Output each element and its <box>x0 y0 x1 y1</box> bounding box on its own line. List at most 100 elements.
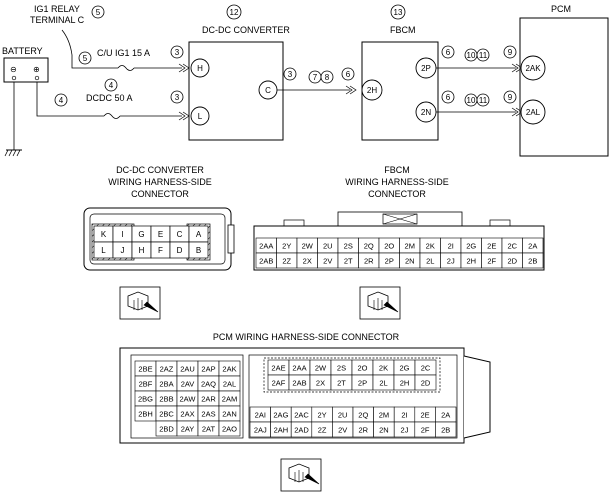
fbcm-conn-title-2: WIRING HARNESS-SIDE <box>345 177 449 187</box>
pcm-cell-label: 2AF <box>272 379 286 388</box>
dcdc-cell-label: A <box>196 230 202 239</box>
svg-text:4: 4 <box>59 96 64 105</box>
svg-text:7: 7 <box>313 73 318 82</box>
battery-plus: ⊕ <box>33 65 40 74</box>
pcm-cell <box>414 374 437 391</box>
fbcm-cell-label: 2O <box>384 242 394 251</box>
svg-text:9: 9 <box>508 48 513 57</box>
svg-text:2H: 2H <box>367 86 377 95</box>
pin-2ak <box>520 55 546 81</box>
pcm-cell-label: 2AD <box>294 426 309 435</box>
dcdc-conn-title-3: CONNECTOR <box>131 189 189 199</box>
pcm-box <box>519 17 609 157</box>
pcm-cell-label: 2J <box>401 426 409 435</box>
pcm-cell-label: 2AN <box>222 410 237 419</box>
fbcm-cell-label: 2E <box>487 242 496 251</box>
fbcm-cell-label: 2R <box>364 257 374 266</box>
dcdc-cell-label: G <box>138 230 144 239</box>
svg-text:5: 5 <box>83 54 88 63</box>
pcm-cell-label: 2AS <box>201 410 215 419</box>
pcm-cell-label: 2S <box>337 364 346 373</box>
ig1-relay-label: IG1 RELAY <box>34 4 80 14</box>
ref-circle-c6_2h: 6 <box>341 67 355 81</box>
svg-text:13: 13 <box>394 8 403 17</box>
fbcm-cell-label: 2U <box>323 242 333 251</box>
fbcm-cell-label: 2K <box>426 242 435 251</box>
fbcm-cell-label: 2Q <box>364 242 374 251</box>
dcdc-cell-label: B <box>196 246 201 255</box>
fbcm-cell-label: 2L <box>426 257 434 266</box>
pcm-cell-label: 2AG <box>273 411 288 420</box>
battery-plus-wire <box>36 82 104 117</box>
pcm-cell-label: 2H <box>400 379 410 388</box>
fuse2-label: DCDC 50 A <box>86 93 133 103</box>
pcm-cell-label: 2AI <box>255 411 266 420</box>
dcdc-cell-label: I <box>121 230 123 239</box>
pcm-cell-label: 2AL <box>223 380 236 389</box>
fbcm-cell-label: 2B <box>528 257 537 266</box>
pcm-cell-label: 2BE <box>138 365 152 374</box>
dcdc-cell-label: E <box>158 230 163 239</box>
pcm-cell-label: 2K <box>379 364 388 373</box>
pcm-cell-label: 2M <box>379 411 389 420</box>
ref-circle-c4_left: 4 <box>54 93 68 107</box>
pcm-cell-label: 2AE <box>271 364 285 373</box>
pcm-cell-label: 2AX <box>180 410 194 419</box>
fbcm-conn-title-1: FBCM <box>384 165 410 175</box>
ref-circle-c8: 8 <box>320 70 334 84</box>
fbcm-cell <box>522 252 544 269</box>
dcdc-cell-label: D <box>177 246 183 255</box>
ref-circle-c5_top: 5 <box>91 5 105 19</box>
fbcm-conn-title-3: CONNECTOR <box>368 189 426 199</box>
dcdc-conn-title-1: DC-DC CONVERTER <box>116 165 204 175</box>
pcm-cell-label: 2F <box>421 426 430 435</box>
pcm-cell-label: 2C <box>421 364 431 373</box>
ref-circle-c7: 7 <box>308 70 322 84</box>
pcm-cell-label: 2Q <box>358 411 368 420</box>
pcm-cell-label: 2W <box>315 364 327 373</box>
pcm-cell-label: 2E <box>421 411 430 420</box>
pin-2al <box>520 99 546 125</box>
fbcm-cell-label: 2Z <box>282 257 291 266</box>
pcm-cell-label: 2Z <box>318 426 327 435</box>
fbcm-cell-label: 2N <box>405 257 415 266</box>
svg-text:C: C <box>265 86 271 95</box>
svg-text:5: 5 <box>96 8 101 17</box>
svg-text:6: 6 <box>346 70 351 79</box>
pcm-cell-label: 2BF <box>139 380 153 389</box>
pcm-cell-label: 2AH <box>274 426 289 435</box>
fbcm-cell-label: 2X <box>303 257 312 266</box>
fbcm-cell-label: 2F <box>487 257 496 266</box>
dcdc-cell <box>188 241 209 259</box>
pcm-cell-label: 2AT <box>202 425 216 434</box>
pcm-cell <box>218 420 241 437</box>
fbcm-cell-label: 2V <box>323 257 332 266</box>
ref-circle-c3_l: 3 <box>170 90 184 104</box>
ref-circle-c12: 12 <box>226 4 242 20</box>
pcm-cell-label: 2AC <box>294 411 309 420</box>
svg-text:10: 10 <box>467 96 476 105</box>
dcdc-cell-label: L <box>101 246 106 255</box>
ig1-wire <box>61 29 118 69</box>
ref-circle-c11b: 11 <box>476 93 490 107</box>
pcm-cell-label: 2AK <box>222 365 236 374</box>
fbcm-cell-label: 2S <box>344 242 353 251</box>
dcdc-conn-title-2: WIRING HARNESS-SIDE <box>108 177 212 187</box>
svg-text:11: 11 <box>479 96 488 105</box>
pin-h <box>190 58 210 78</box>
fbcm-cell-label: 2H <box>466 257 476 266</box>
fbcm-cell-label: 2I <box>448 242 454 251</box>
pcm-cell-label: 2A <box>441 411 450 420</box>
svg-text:2N: 2N <box>421 108 431 117</box>
pcm-cell-label: 2I <box>401 411 407 420</box>
ref-circle-c3_c: 3 <box>283 67 297 81</box>
fbcm-label: FBCM <box>390 25 416 35</box>
pcm-cell-label: 2Y <box>318 411 327 420</box>
pcm-cell-label: 2AO <box>222 425 237 434</box>
ref-circle-c10b: 10 <box>464 93 478 107</box>
pcm-cell-label: 2O <box>357 364 367 373</box>
pcm-cell-label: 2AA <box>292 364 306 373</box>
